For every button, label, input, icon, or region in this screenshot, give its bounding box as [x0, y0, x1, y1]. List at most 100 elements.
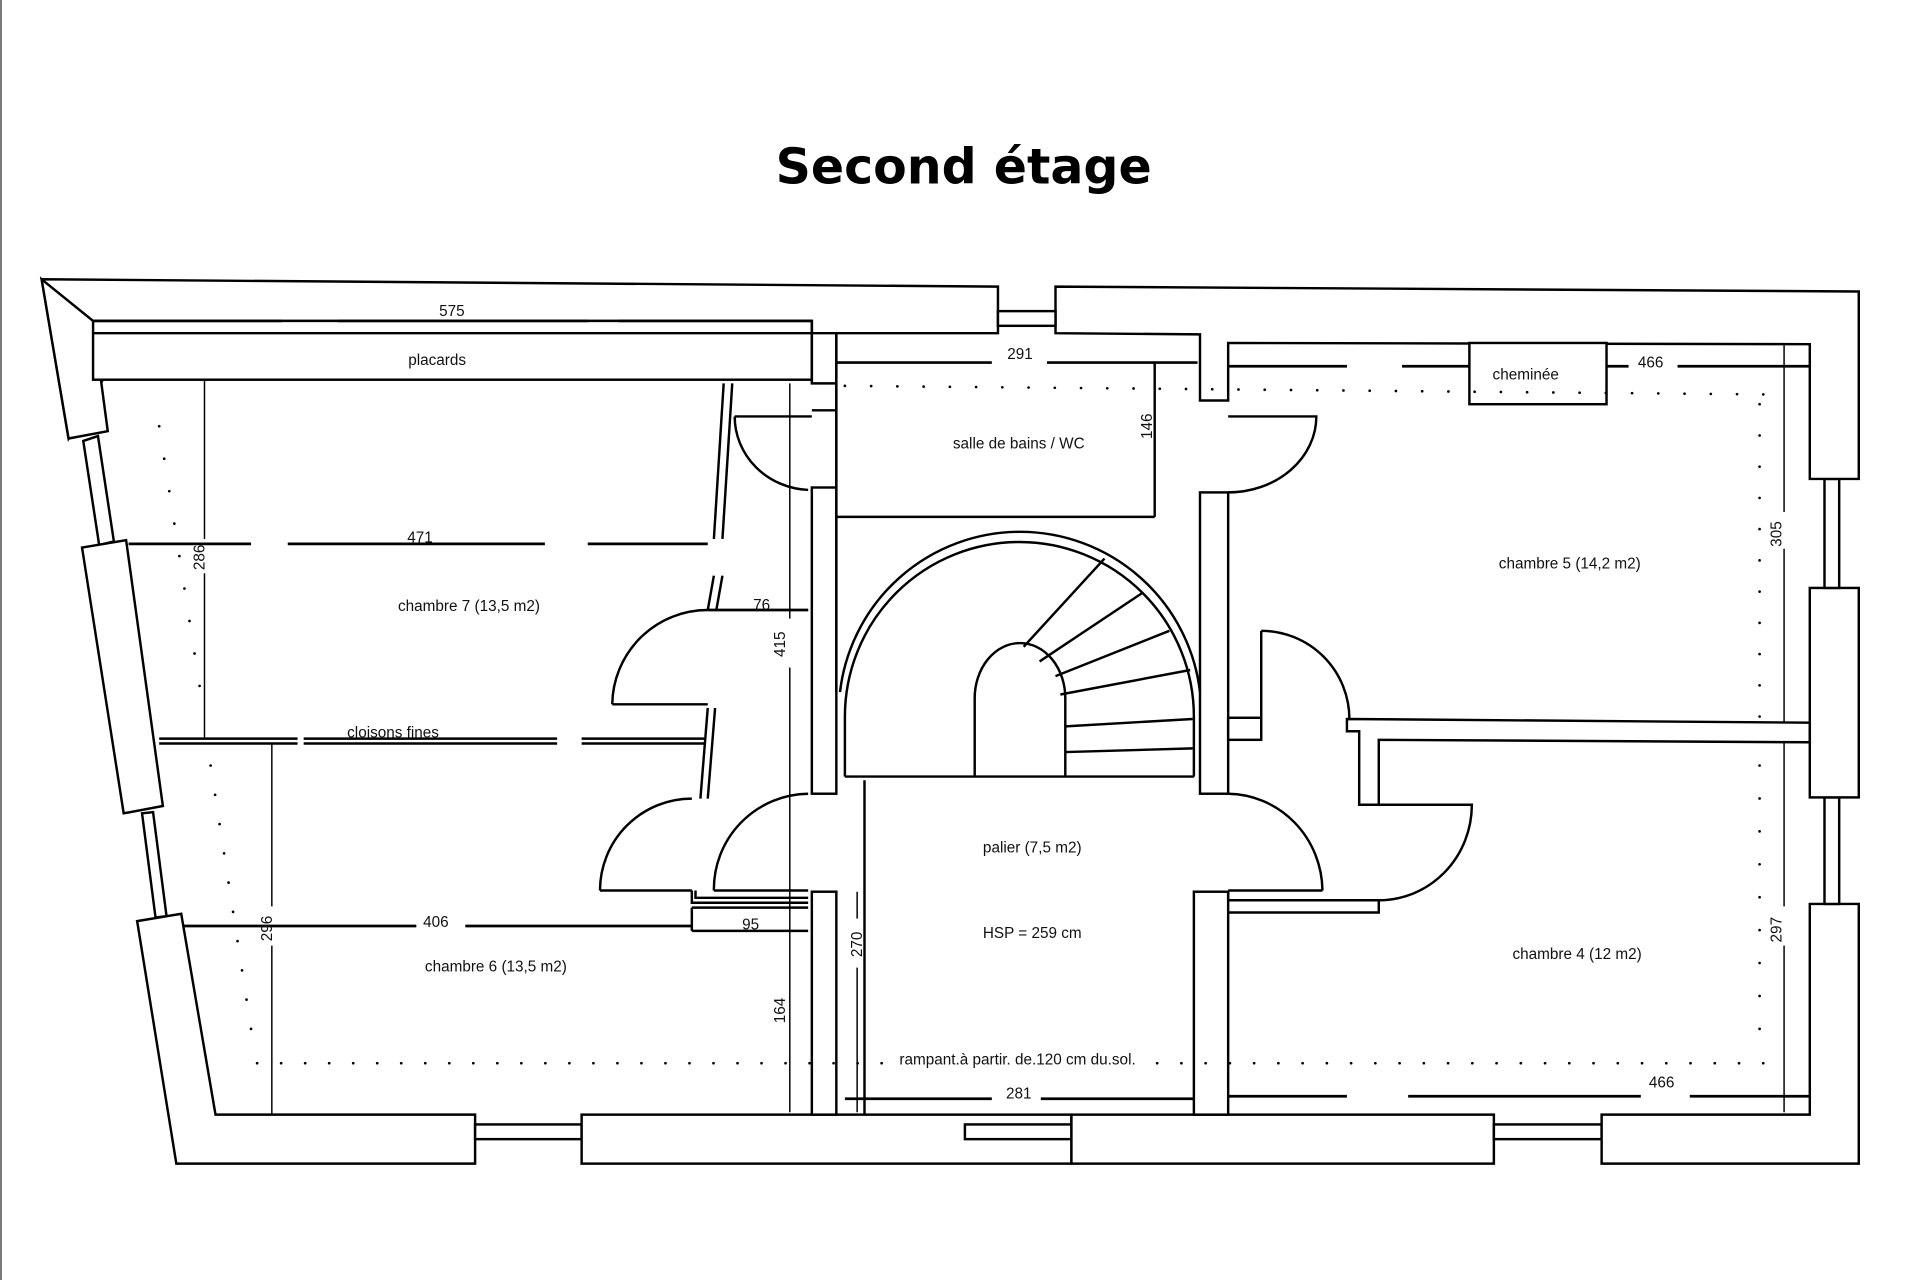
rampant-dot — [1616, 1061, 1620, 1065]
page-edge — [0, 0, 2, 1280]
rampant-dot — [1758, 797, 1761, 800]
rampant-dot — [1519, 1061, 1523, 1065]
rampant-dot — [495, 1061, 499, 1065]
rampant-dot — [568, 1061, 571, 1065]
interior-walls — [159, 320, 1812, 1116]
rampant-dot — [399, 1061, 403, 1065]
rampant-dot — [1263, 388, 1267, 392]
dim-296: 296 — [259, 916, 276, 942]
rampant-dot — [1325, 1061, 1329, 1065]
rampant-dot — [1758, 402, 1761, 406]
rampant-dot — [664, 1061, 667, 1065]
rampant-dot — [1735, 392, 1739, 396]
rampant-dot — [1552, 391, 1555, 394]
rampant-dot — [1709, 392, 1713, 396]
rampant-dot — [1761, 393, 1765, 396]
wall-left-upper — [39, 276, 110, 440]
wall-bottom-3 — [1070, 1113, 1496, 1165]
rampant-dot — [231, 910, 235, 914]
room-label-salle-de-bains: salle de bains / WC — [953, 435, 1085, 452]
rampant-dot — [1758, 862, 1761, 866]
rampant-dot — [948, 385, 952, 389]
window-top — [996, 309, 1057, 328]
rampant-dot — [1758, 434, 1761, 437]
rampant-dot — [974, 385, 978, 389]
rampant-dot — [1656, 392, 1660, 395]
rampant-dot — [1495, 1061, 1498, 1065]
rampant-dot — [1758, 652, 1761, 656]
window-right-lower — [1823, 796, 1841, 906]
dim-415: 415 — [772, 632, 789, 658]
rampant-dot — [471, 1061, 475, 1065]
dim-270: 270 — [849, 932, 866, 958]
room-label-chambre5: chambre 5 (14,2 m2) — [1499, 555, 1641, 572]
rampant-dot — [172, 522, 176, 525]
rampant-dot — [832, 1061, 835, 1065]
rampant-dot — [198, 684, 201, 688]
rampant-dot — [1180, 1061, 1183, 1065]
rampant-dot — [1277, 1061, 1280, 1065]
rampant-dot — [1761, 1061, 1765, 1065]
rampant-dot — [1758, 496, 1761, 500]
rampant-dot — [1447, 390, 1450, 393]
rampant-dot — [808, 1061, 811, 1065]
door-chambre5-bottom — [1260, 629, 1351, 720]
rampant-dot — [1737, 1061, 1741, 1065]
rampant-dot — [1228, 1061, 1232, 1065]
rampant-dot — [240, 969, 244, 972]
dimension-lines — [93, 319, 1810, 1115]
rampant-dot — [1758, 764, 1761, 767]
rampant-dot — [1105, 386, 1109, 390]
rampant-dot — [236, 939, 239, 943]
rampant-dotted-lines — [157, 384, 1765, 1065]
dim-286: 286 — [191, 545, 208, 571]
rampant-dot — [1713, 1061, 1717, 1065]
wall-bottom-right — [1600, 902, 1860, 1165]
dim-291: 291 — [1007, 346, 1033, 363]
room-label-palier: palier (7,5 m2) — [983, 840, 1082, 857]
door-chambre5-top — [1228, 415, 1318, 494]
window-left-upper — [81, 434, 116, 547]
rampant-dot — [1132, 387, 1135, 390]
rampant-dot — [447, 1061, 451, 1065]
rampant-dot — [1155, 1061, 1159, 1065]
rampant-dot — [1592, 1061, 1595, 1065]
rampant-dot — [279, 1061, 283, 1065]
rampant-dot — [1289, 388, 1293, 392]
exterior-walls — [39, 276, 1860, 1165]
rampant-dot — [1210, 387, 1214, 391]
placards-label: placards — [408, 352, 466, 369]
rampant-dot — [1758, 590, 1761, 593]
rampant-dot — [592, 1061, 595, 1065]
rampant-dot — [1237, 388, 1240, 391]
rampant-dot — [1394, 389, 1398, 393]
rampant-dot — [1422, 1061, 1426, 1065]
dim-305: 305 — [1769, 521, 1786, 547]
rampant-dot — [249, 1027, 253, 1031]
rampant-dot — [178, 554, 181, 558]
dim-76: 76 — [753, 597, 770, 614]
dimension-labels: 575 471 286 76 415 406 296 95 164 291 14… — [191, 303, 1785, 1103]
cloisons-label: cloisons fines — [347, 724, 439, 741]
rampant-label: rampant.à partir. de.120 cm du.sol. — [899, 1051, 1135, 1068]
window-bottom-2 — [963, 1123, 1073, 1141]
rampant-dot — [227, 881, 230, 884]
dim-164: 164 — [772, 997, 789, 1023]
rampant-dot — [640, 1061, 643, 1065]
rampant-dot — [1374, 1061, 1377, 1065]
rampant-dot — [423, 1061, 427, 1065]
rampant-dot — [880, 1061, 883, 1065]
rampant-dot — [1758, 1027, 1761, 1031]
wall-right-middle — [1808, 586, 1860, 799]
rampant-dot — [1473, 390, 1476, 394]
door-chambre6 — [598, 797, 692, 892]
rampant-dot — [869, 384, 873, 388]
rampant-dot — [1758, 465, 1761, 469]
rampant-dot — [1368, 389, 1372, 393]
rampant-dot — [712, 1061, 715, 1065]
rampant-dot — [1499, 390, 1503, 394]
rampant-dot — [1342, 389, 1345, 392]
rampant-dot — [1315, 388, 1319, 392]
rampant-dot — [183, 587, 186, 590]
